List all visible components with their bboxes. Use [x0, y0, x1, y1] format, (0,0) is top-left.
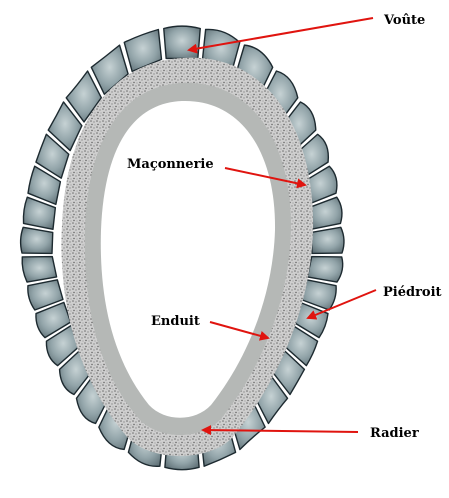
stone-block: [21, 227, 53, 253]
stone-block: [307, 257, 342, 282]
maconnerie-label: Maçonnerie: [127, 157, 214, 172]
stone-block: [164, 26, 201, 58]
stone-block: [311, 227, 344, 253]
stone-block: [22, 257, 56, 282]
enduit-label: Enduit: [151, 314, 200, 329]
radier-label: Radier: [370, 426, 419, 441]
voute-label: Voûte: [383, 13, 425, 28]
piedroit-label: Piédroit: [383, 285, 442, 300]
